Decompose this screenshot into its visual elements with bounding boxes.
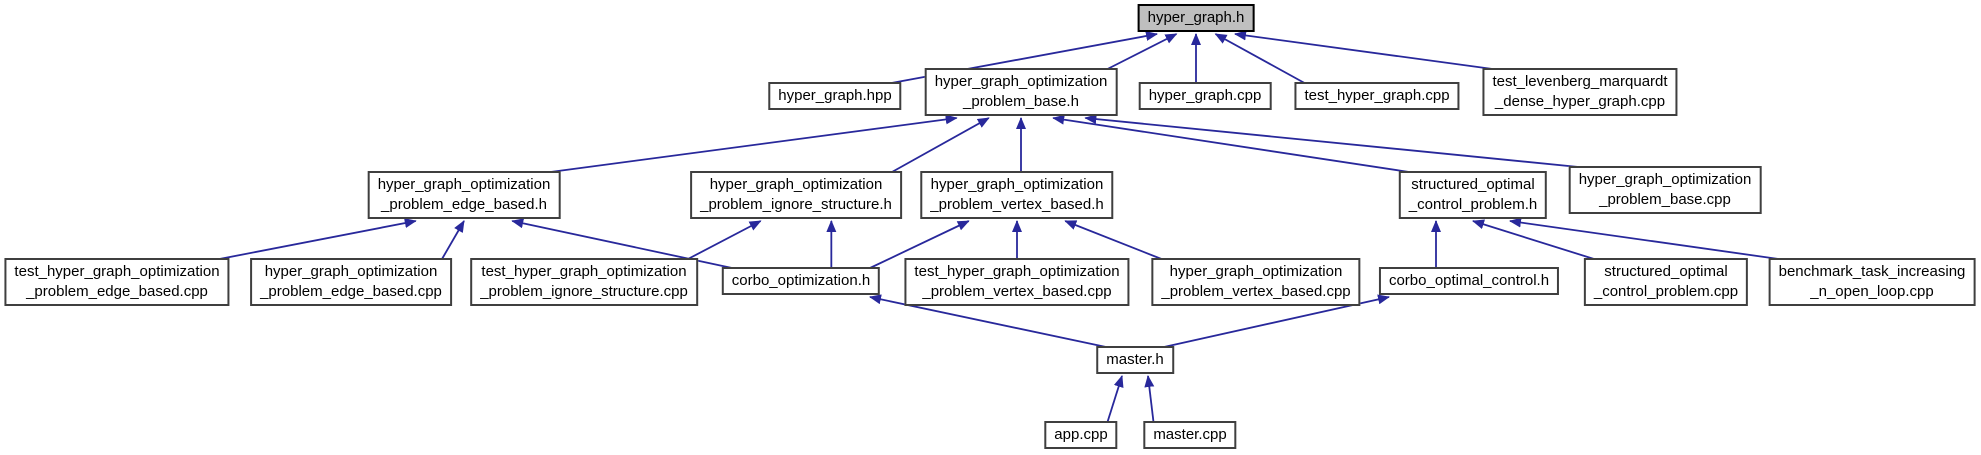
graph-node-benchmark_cpp[interactable]: benchmark_task_increasing _n_open_loop.c… bbox=[1768, 258, 1976, 306]
include-edge-benchmark_cpp-to-structured_h bbox=[1509, 217, 1779, 260]
graph-node-corbo_optimal_control_h[interactable]: corbo_optimal_control.h bbox=[1378, 267, 1560, 295]
include-edge-problem_base_cpp-to-problem_base_h bbox=[1084, 114, 1579, 168]
graph-node-test_hyper_graph_cpp[interactable]: test_hyper_graph.cpp bbox=[1294, 82, 1460, 110]
include-edge-structured_cpp-to-structured_h bbox=[1472, 219, 1595, 260]
include-edge-test_levenberg-to-hyper_graph_h bbox=[1234, 30, 1493, 70]
graph-node-problem_base_h[interactable]: hyper_graph_optimization _problem_base.h bbox=[924, 68, 1118, 116]
graph-node-test_vertex_cpp[interactable]: test_hyper_graph_optimization _problem_v… bbox=[904, 258, 1130, 306]
include-edge-test_edge_based_cpp-to-edge_based_h bbox=[219, 218, 417, 260]
graph-node-master_h[interactable]: master.h bbox=[1096, 346, 1174, 374]
graph-node-structured_h[interactable]: structured_optimal _control_problem.h bbox=[1398, 171, 1548, 219]
graph-node-app_cpp[interactable]: app.cpp bbox=[1044, 421, 1118, 449]
graph-node-edge_based_h[interactable]: hyper_graph_optimization _problem_edge_b… bbox=[367, 171, 561, 219]
graph-node-ignore_structure_h[interactable]: hyper_graph_optimization _problem_ignore… bbox=[690, 171, 902, 219]
graph-node-master_cpp[interactable]: master.cpp bbox=[1143, 421, 1237, 449]
graph-node-test_edge_based_cpp[interactable]: test_hyper_graph_optimization _problem_e… bbox=[4, 258, 230, 306]
graph-node-test_ignore_cpp[interactable]: test_hyper_graph_optimization _problem_i… bbox=[470, 258, 698, 306]
graph-node-problem_base_cpp[interactable]: hyper_graph_optimization _problem_base.c… bbox=[1568, 166, 1762, 214]
include-edge-ignore_structure_h-to-problem_base_h bbox=[891, 117, 990, 173]
include-edge-edge_based_h-to-problem_base_h bbox=[550, 114, 958, 173]
include-edge-corbo_optimization_h-to-vertex_based_h bbox=[869, 220, 970, 269]
graph-node-edge_based_cpp[interactable]: hyper_graph_optimization _problem_edge_b… bbox=[250, 258, 452, 306]
include-edge-structured_h-to-problem_base_h bbox=[1052, 114, 1410, 173]
include-edge-app_cpp-to-master_h bbox=[1106, 375, 1124, 423]
include-edge-problem_base_h-to-hyper_graph_h bbox=[1107, 33, 1178, 70]
include-edge-vertex_based_cpp-to-vertex_based_h bbox=[1064, 220, 1162, 260]
graph-node-structured_cpp[interactable]: structured_optimal _control_problem.cpp bbox=[1583, 258, 1749, 306]
include-edge-test_ignore_cpp-to-ignore_structure_h bbox=[687, 220, 762, 260]
include-edge-test_hyper_graph_cpp-to-hyper_graph_h bbox=[1214, 33, 1305, 84]
graph-node-vertex_based_cpp[interactable]: hyper_graph_optimization _problem_vertex… bbox=[1151, 258, 1361, 306]
graph-node-hyper_graph_hpp[interactable]: hyper_graph.hpp bbox=[768, 82, 902, 110]
graph-node-hyper_graph_cpp[interactable]: hyper_graph.cpp bbox=[1138, 82, 1272, 110]
include-edge-master_cpp-to-master_h bbox=[1144, 375, 1155, 423]
graph-node-test_levenberg[interactable]: test_levenberg_marquardt _dense_hyper_gr… bbox=[1482, 68, 1678, 116]
graph-node-hyper_graph_h[interactable]: hyper_graph.h bbox=[1137, 4, 1255, 32]
graph-node-vertex_based_h[interactable]: hyper_graph_optimization _problem_vertex… bbox=[920, 171, 1114, 219]
include-edge-edge_based_cpp-to-edge_based_h bbox=[441, 220, 465, 260]
graph-node-corbo_optimization_h[interactable]: corbo_optimization.h bbox=[721, 267, 881, 295]
